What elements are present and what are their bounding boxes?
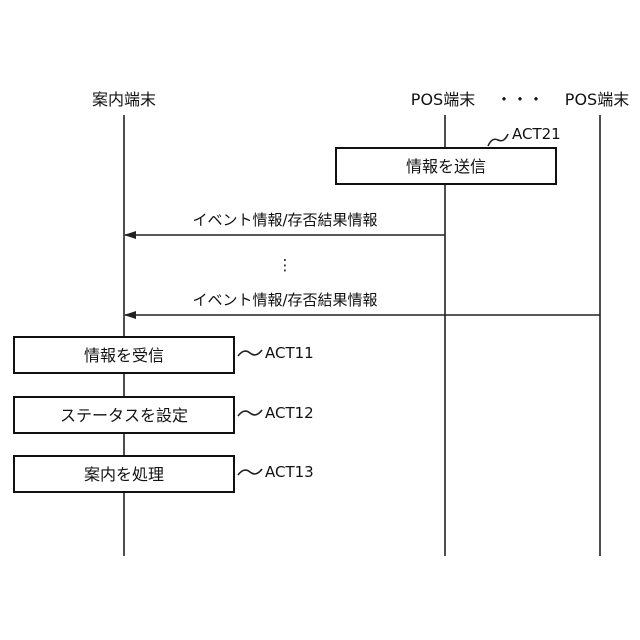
act-label-act13: ACT13 bbox=[265, 463, 314, 481]
lifeline-label-guide-terminal: 案内端末 bbox=[92, 90, 156, 109]
act-label-act12: ACT12 bbox=[265, 404, 314, 422]
act-leader-act21 bbox=[488, 134, 508, 146]
lifeline-label-pos-terminal-1: POS端末 bbox=[411, 90, 475, 109]
step-label-process-guidance: 案内を処理 bbox=[84, 465, 164, 484]
message-label-2: イベント情報/存否結果情報 bbox=[192, 291, 377, 309]
message-gap-ellipsis: ⋮ bbox=[278, 256, 293, 274]
lifeline-ellipsis: ・・・ bbox=[496, 90, 544, 109]
act-leader-act11 bbox=[238, 350, 262, 356]
message-label-1: イベント情報/存否結果情報 bbox=[192, 211, 377, 229]
lifeline-label-pos-terminal-2: POS端末 bbox=[565, 90, 629, 109]
step-label-set-status: ステータスを設定 bbox=[60, 406, 188, 425]
act-label-act11: ACT11 bbox=[265, 344, 314, 362]
act-leader-act13 bbox=[238, 469, 262, 475]
step-label-receive-info: 情報を受信 bbox=[84, 346, 164, 365]
act-leader-act12 bbox=[238, 410, 262, 416]
step-label-send-info: 情報を送信 bbox=[406, 157, 486, 176]
act-label-act21: ACT21 bbox=[512, 125, 561, 143]
